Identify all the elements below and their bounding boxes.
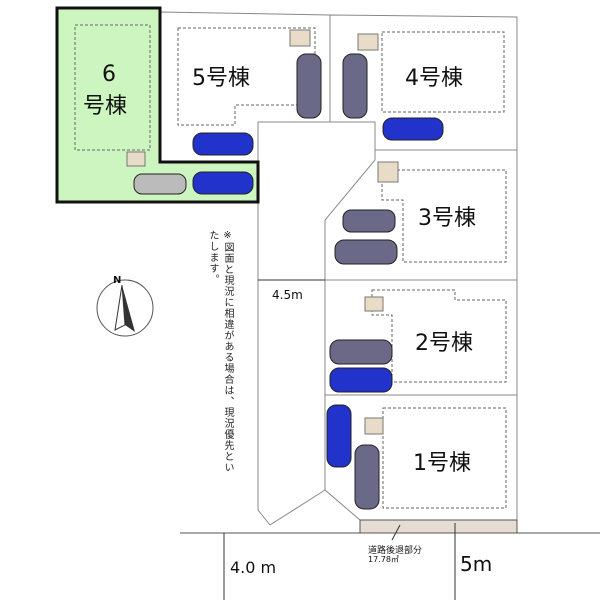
lot-3-label: 3号棟 bbox=[418, 206, 476, 231]
compass-north-label: N bbox=[113, 275, 122, 286]
lot-6-label-1: 6 bbox=[102, 62, 116, 87]
lot-6-boundary bbox=[55, 6, 260, 204]
road-width-private: 4.5m bbox=[272, 288, 303, 302]
lot-6-label-2: 号棟 bbox=[83, 94, 128, 119]
lot-2-label: 2号棟 bbox=[415, 331, 473, 356]
car bbox=[192, 132, 254, 156]
setback-area: 17.78㎡ bbox=[368, 555, 399, 564]
car bbox=[192, 171, 254, 195]
lot-5-label: 5号棟 bbox=[192, 66, 250, 91]
compass-icon bbox=[96, 279, 154, 337]
setback-label: 道路後退部分 bbox=[368, 546, 423, 556]
car bbox=[342, 209, 396, 233]
road-width-left: 4.0 m bbox=[230, 558, 277, 577]
lot-1-label: 1号棟 bbox=[413, 451, 471, 476]
car bbox=[382, 117, 444, 141]
car bbox=[133, 173, 187, 195]
lot-4-label: 4号棟 bbox=[405, 66, 463, 91]
disclaimer-note: ※図面と現況に相違がある場合は、現況優先といたします。 bbox=[207, 230, 233, 473]
private-road-edge bbox=[257, 202, 271, 526]
car bbox=[342, 53, 368, 119]
road-width-right: 5m bbox=[460, 552, 493, 576]
car bbox=[326, 404, 352, 468]
car bbox=[334, 239, 398, 265]
setback-strip bbox=[359, 519, 518, 534]
car bbox=[354, 444, 380, 510]
car bbox=[296, 53, 322, 119]
car bbox=[329, 339, 393, 365]
car bbox=[329, 367, 393, 393]
